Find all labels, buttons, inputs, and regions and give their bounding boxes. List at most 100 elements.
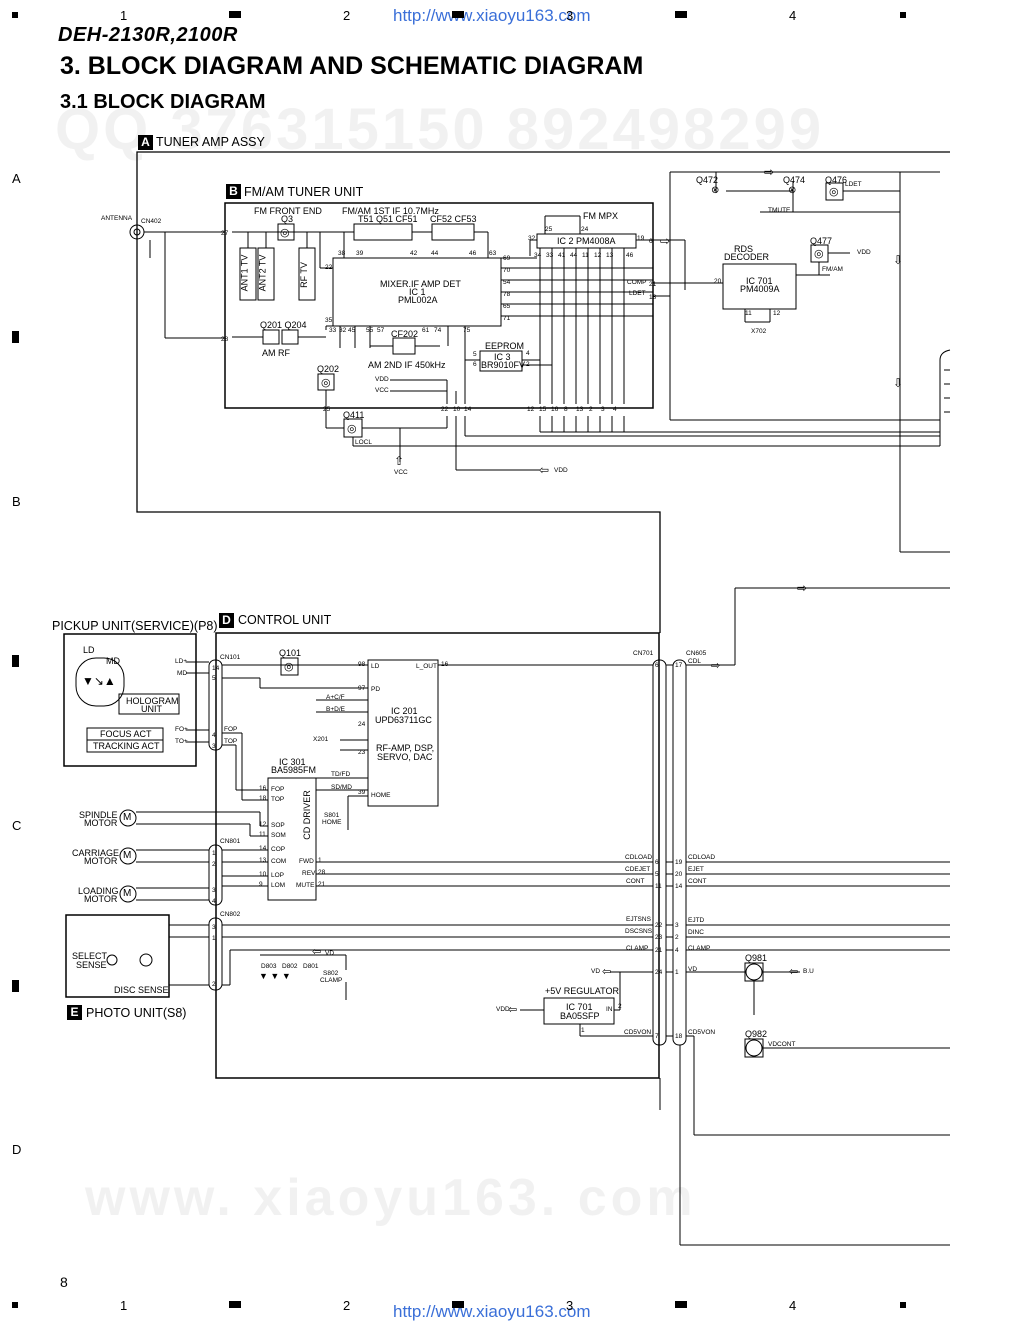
svg-text:2: 2 (618, 1003, 622, 1010)
svg-text:14: 14 (675, 883, 683, 890)
led-icon: ▼ ▼ ▼ (259, 971, 291, 981)
svg-text:2: 2 (212, 861, 216, 868)
cd-driver-label: CD DRIVER (301, 790, 312, 840)
svg-text:23: 23 (655, 934, 663, 941)
svg-text:12: 12 (594, 252, 602, 259)
sdmd-label: SD/MD (331, 784, 352, 791)
border-mark (12, 331, 19, 343)
vdd2-label: VDD (857, 249, 871, 256)
fwd-pin: FWD (299, 858, 314, 865)
fop-pin: FOP (224, 726, 238, 733)
corner-mark (900, 1302, 906, 1308)
clamp-signal: CLAMP (626, 945, 649, 952)
cn701-label: CN701 (633, 650, 654, 657)
corner-mark (12, 1302, 18, 1308)
ejtd-right: EJTD (688, 917, 705, 924)
url-top[interactable]: http://www.xiaoyu163.com (393, 6, 591, 25)
fm-mpx-label: FM MPX (583, 211, 618, 221)
d802-label: D802 (282, 963, 298, 970)
t51-label: T51 Q51 CF51 (358, 214, 418, 224)
svg-text:65: 65 (503, 303, 511, 310)
vd-right: VD (688, 966, 698, 973)
svg-text:1: 1 (581, 1027, 585, 1034)
block-pickup: PICKUP UNIT(SERVICE)(P8) (52, 619, 218, 633)
ldet-label: LDET (629, 290, 646, 297)
q201-label: Q201 Q204 (260, 320, 307, 330)
cdl-label: CDL (688, 658, 702, 665)
focus-act-label: FOCUS ACT (100, 729, 152, 739)
arrow-icon: ⇦ (789, 966, 799, 978)
svg-text:19: 19 (675, 859, 683, 866)
block-photo: PHOTO UNIT(S8) (86, 1006, 187, 1020)
arrow-icon: ⇧ (394, 454, 405, 468)
ejtsns-signal: EJTSNS (626, 916, 651, 923)
svg-text:12: 12 (527, 406, 535, 413)
svg-text:19: 19 (637, 235, 645, 242)
svg-text:74: 74 (434, 327, 442, 334)
border-mark (12, 980, 19, 992)
url-bottom[interactable]: http://www.xiaoyu163.com (393, 1302, 591, 1321)
cn801-label: CN801 (220, 838, 241, 845)
transistor-icon: ◎ (829, 186, 839, 198)
svg-text:4: 4 (613, 406, 617, 413)
vdcont-label: VDCONT (768, 1041, 796, 1048)
carriage-label-1: CARRIAGE (72, 848, 120, 858)
svg-text:57: 57 (377, 327, 385, 334)
arrow-icon: ⇨ (660, 234, 671, 248)
in-pin: IN (606, 1006, 613, 1013)
block-tuner-amp: TUNER AMP ASSY (156, 135, 265, 149)
grid-row-b: B (12, 494, 21, 509)
tmute-label: TMUTE (768, 207, 791, 214)
d801-label: D801 (303, 963, 319, 970)
svg-text:10: 10 (453, 406, 461, 413)
svg-text:6: 6 (655, 859, 659, 866)
ic701-reg-label-1: IC 701 (566, 1002, 593, 1012)
pickup-ld: LD (83, 645, 95, 655)
svg-text:15: 15 (539, 406, 547, 413)
s801-label: S801 (324, 812, 340, 819)
grid-col-2: 2 (343, 8, 351, 23)
cdejet-signal: CDEJET (625, 866, 651, 873)
cont-right: CONT (688, 878, 707, 885)
arrow-icon: ⇦ (508, 1004, 518, 1016)
svg-text:21: 21 (649, 281, 657, 288)
svg-text:70: 70 (503, 267, 511, 274)
svg-text:6: 6 (473, 361, 477, 368)
select-sense-label-2: SENSE (76, 960, 107, 970)
transistor-icon: ⊗ (711, 185, 720, 196)
border-mark (229, 1301, 241, 1308)
grid-row-c: C (12, 818, 22, 833)
section-title: 3.1 BLOCK DIAGRAM (60, 91, 266, 113)
home-pin-label: HOME (371, 792, 391, 799)
antenna-label: ANTENNA (101, 215, 133, 222)
svg-text:18: 18 (675, 1033, 683, 1040)
q101-label: Q101 (279, 648, 302, 658)
svg-text:12: 12 (773, 310, 781, 317)
svg-text:11: 11 (655, 883, 662, 890)
svg-text:7: 7 (655, 1033, 659, 1040)
rds-label-2: DECODER (724, 252, 770, 262)
svg-text:9: 9 (259, 881, 263, 888)
svg-text:45: 45 (348, 327, 356, 334)
regulator-label: +5V REGULATOR (545, 986, 619, 996)
grid-col-4: 4 (789, 8, 797, 23)
svg-text:12: 12 (259, 821, 267, 828)
spindle-label-2: MOTOR (84, 818, 118, 828)
ic701-tuner-label-2: PM4009A (740, 284, 780, 294)
svg-text:98: 98 (358, 661, 366, 668)
svg-text:5: 5 (473, 351, 477, 358)
laser-diode-icon: ▼↘▲ (82, 674, 116, 688)
svg-text:22: 22 (655, 922, 663, 929)
svg-text:20: 20 (675, 871, 683, 878)
svg-text:3: 3 (601, 406, 605, 413)
cd5von-signal: CD5VON (624, 1029, 652, 1036)
ic201-label-4: SERVO, DAC (377, 752, 433, 762)
mixer-label-2: IC 1 (409, 287, 426, 297)
ic3-label: IC 3 (494, 352, 511, 362)
svg-text:4: 4 (526, 350, 530, 357)
svg-text:24: 24 (655, 969, 663, 976)
svg-text:97: 97 (358, 685, 366, 692)
sop-pin: SOP (271, 822, 285, 829)
svg-text:1: 1 (318, 857, 322, 864)
svg-text:24: 24 (581, 226, 589, 233)
